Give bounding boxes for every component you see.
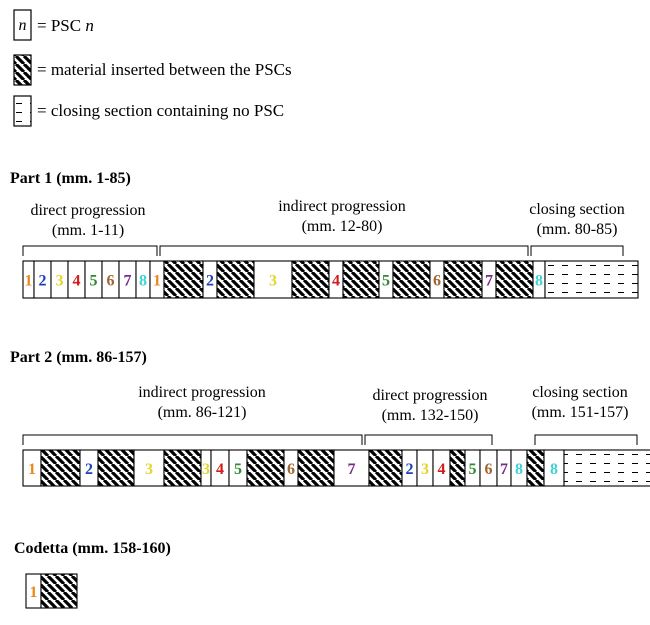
inserted-material-cell <box>368 449 403 487</box>
psc-number: 7 <box>485 273 493 290</box>
psc-number: 7 <box>124 273 132 290</box>
psc-number: 7 <box>500 461 508 478</box>
legend-closing-text: = closing section containing no PSC <box>37 101 284 120</box>
psc-number: 2 <box>406 461 414 478</box>
legend-closing-box <box>13 95 32 127</box>
psc-number: 4 <box>332 273 340 290</box>
part-1-section-closing-label: closing section <box>529 201 625 218</box>
part-2-section-indirect-label: indirect progression <box>138 384 266 401</box>
psc-number: 2 <box>85 461 93 478</box>
psc-number: 8 <box>515 461 523 478</box>
psc-number: 1 <box>25 273 33 290</box>
psc-number: 4 <box>216 461 224 478</box>
codetta-cell-row: 1 <box>25 573 78 609</box>
psc-number: 5 <box>469 461 477 478</box>
part-1-section-indirect-range: (mm. 12-80) <box>302 218 383 235</box>
closing-section-cell <box>544 260 639 299</box>
part-1-section-closing-range: (mm. 80-85) <box>537 221 618 238</box>
closing-section-cell <box>563 449 650 487</box>
psc-number: 6 <box>485 461 493 478</box>
psc-number: 5 <box>90 273 98 290</box>
psc-number: 6 <box>433 273 441 290</box>
psc-cell <box>333 449 370 487</box>
inserted-material-cell <box>40 449 81 487</box>
psc-number: 6 <box>287 461 295 478</box>
psc-number: 4 <box>73 273 81 290</box>
psc-number: 6 <box>107 273 115 290</box>
legend-inserted-box <box>13 54 32 86</box>
psc-number: 8 <box>139 273 147 290</box>
part-2-section-direct-label: direct progression <box>372 387 487 404</box>
part-2-section-direct-range: (mm. 132-150) <box>382 407 479 424</box>
legend-psc-symbol: n <box>19 17 27 34</box>
inserted-material-cell <box>216 260 255 299</box>
psc-number: 5 <box>382 273 390 290</box>
inserted-material-cell <box>342 260 380 299</box>
psc-number: 3 <box>421 461 429 478</box>
part-1-bracket-direct <box>22 245 158 256</box>
legend-inserted-text: = material inserted between the PSCs <box>37 60 292 79</box>
psc-number: 8 <box>535 273 543 290</box>
part-2-section-closing-label: closing section <box>532 384 628 401</box>
part-2: Part 2 (mm. 86-157) indirect progression… <box>10 349 650 487</box>
psc-cell <box>253 260 293 299</box>
part-2-section-closing-range: (mm. 151-157) <box>532 404 629 421</box>
psc-number: 8 <box>550 461 558 478</box>
part-1-bracket-closing <box>530 245 624 256</box>
inserted-material-cell <box>40 573 78 609</box>
codetta: Codetta (mm. 158-160) 1 <box>14 540 171 609</box>
part-1-bracket-indirect <box>159 245 529 256</box>
inserted-material-cell <box>163 449 202 487</box>
part-1-section-direct-range: (mm. 1-11) <box>52 222 124 239</box>
psc-cell <box>133 449 165 487</box>
part-1-section-indirect-label: indirect progression <box>278 198 406 215</box>
part-2-title: Part 2 (mm. 86-157) <box>10 349 147 366</box>
psc-number: 7 <box>348 461 356 478</box>
legend: n = PSC n = material inserted between th… <box>13 9 292 127</box>
inserted-material-cell <box>526 449 545 487</box>
inserted-material-cell <box>163 260 204 299</box>
legend-psc-box <box>13 9 32 41</box>
psc-number: 3 <box>269 273 277 290</box>
part-2-section-indirect-range: (mm. 86-121) <box>158 404 247 421</box>
psc-number: 2 <box>39 273 47 290</box>
psc-number: 1 <box>28 461 36 478</box>
inserted-material-cell <box>246 449 285 487</box>
inserted-material-cell <box>449 449 466 487</box>
part-2-bracket-closing <box>534 434 638 445</box>
part-1-title: Part 1 (mm. 1-85) <box>10 170 131 187</box>
psc-number: 5 <box>234 461 242 478</box>
inserted-material-cell <box>392 260 431 299</box>
codetta-title: Codetta (mm. 158-160) <box>14 540 171 557</box>
psc-number: 3 <box>202 461 210 478</box>
part-1: Part 1 (mm. 1-85) direct progression (mm… <box>10 170 639 299</box>
psc-number: 4 <box>438 461 446 478</box>
inserted-material-cell <box>443 260 483 299</box>
psc-number: 3 <box>56 273 64 290</box>
inserted-material-cell <box>297 449 335 487</box>
inserted-material-cell <box>97 449 135 487</box>
psc-number: 2 <box>206 273 214 290</box>
inserted-material-cell <box>495 260 534 299</box>
legend-psc-text: = PSC n <box>37 16 94 35</box>
part-1-section-direct-label: direct progression <box>30 202 145 219</box>
part-2-bracket-indirect <box>22 434 363 445</box>
part-2-bracket-direct <box>364 434 493 445</box>
psc-number: 1 <box>30 584 38 601</box>
inserted-material-cell <box>291 260 330 299</box>
psc-number: 3 <box>145 461 153 478</box>
psc-number: 1 <box>153 273 161 290</box>
